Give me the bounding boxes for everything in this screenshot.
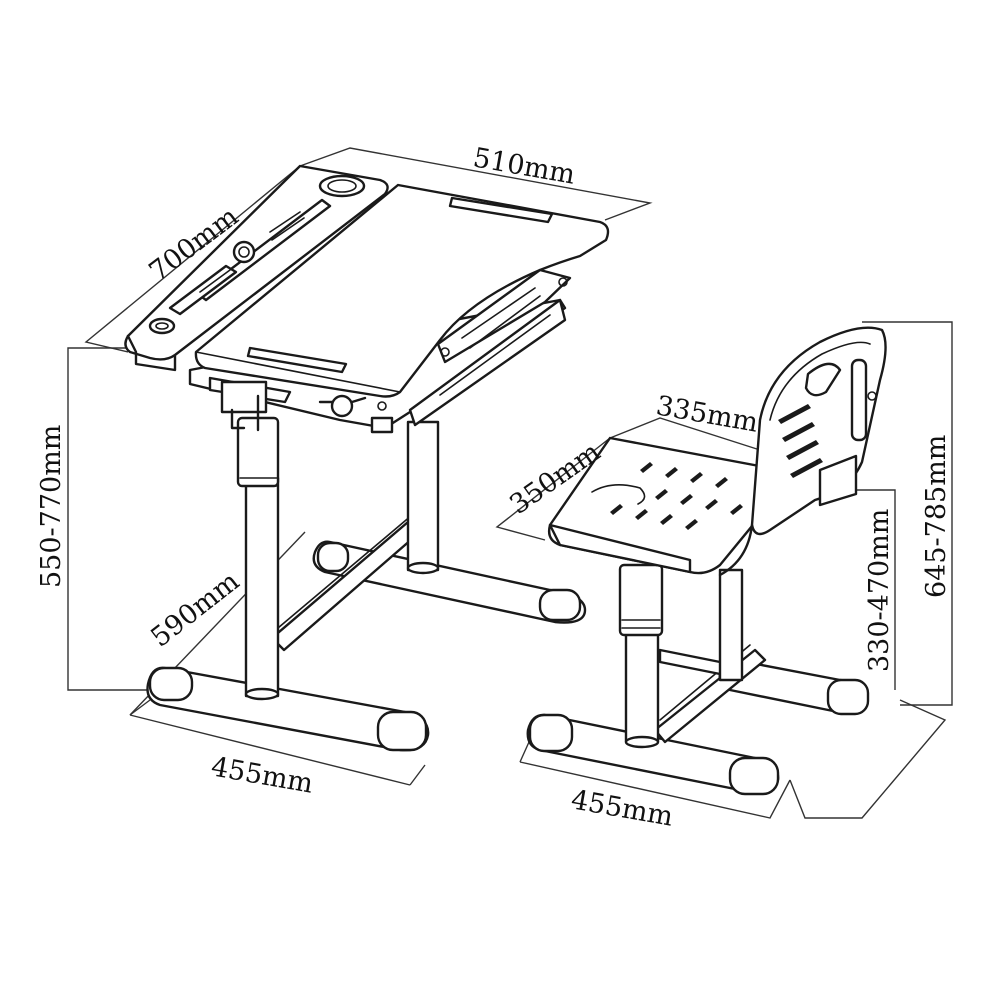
- chair-backrest: [718, 326, 887, 577]
- dimension-chair-base-width: 455mm: [569, 784, 676, 832]
- chair-base: [526, 644, 870, 796]
- desk-base: [146, 514, 587, 752]
- dimension-chair-height: 645-785mm: [921, 435, 952, 598]
- backrest-slots: [778, 404, 823, 478]
- dimension-desk-height: 550-770mm: [36, 425, 67, 588]
- desk-legs: [236, 416, 440, 701]
- dimension-lines: [67, 147, 953, 819]
- dimension-seat-height: 330-470mm: [864, 509, 895, 672]
- dimension-seat-width: 335mm: [654, 390, 761, 438]
- seat-slots: [610, 462, 743, 530]
- desk-pen-tray: [124, 164, 389, 372]
- desk: [124, 164, 610, 752]
- dimension-desk-width: 510mm: [471, 142, 578, 190]
- chair: [526, 326, 887, 796]
- dimension-desk-base-width: 455mm: [209, 751, 316, 799]
- desk-top: [194, 183, 610, 411]
- chair-column: [618, 563, 744, 749]
